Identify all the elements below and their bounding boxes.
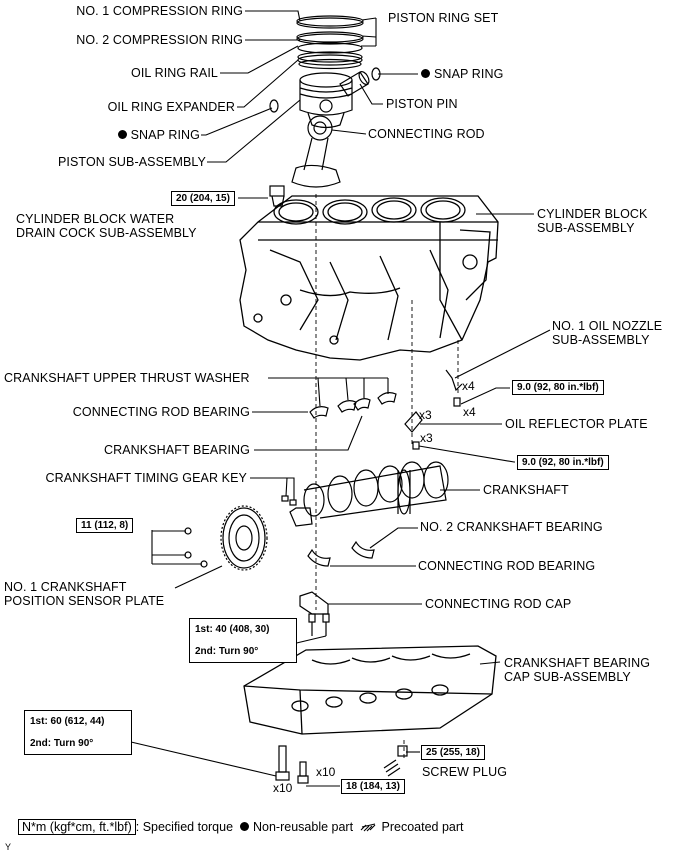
label-crankshaft-bearing-cap: CRANKSHAFT BEARING CAP SUB-ASSEMBLY	[504, 656, 651, 684]
cylinder-block-drawing	[239, 195, 499, 361]
torque-rod-cap: 1st: 40 (408, 30) 2nd: Turn 90°	[189, 618, 297, 663]
assembly-centerlines	[315, 194, 459, 760]
label-cylinder-block-water-drain-cock: CYLINDER BLOCK WATER DRAIN COCK SUB-ASSE…	[16, 212, 197, 240]
bearing-cap-bolts-drawing	[275, 745, 408, 784]
non-reusable-dot-icon	[117, 130, 127, 139]
legend-non-reusable-dot-icon	[240, 822, 249, 831]
legend: N*m (kgf*cm, ft.*lbf): Specified torque …	[18, 819, 464, 835]
label-snap-ring-right: SNAP RING	[421, 67, 503, 81]
label-snap-ring-left: SNAP RING	[117, 128, 200, 142]
leader-lines	[130, 10, 551, 787]
bearing-cap-drawing	[243, 645, 497, 735]
label-piston-sub-assembly: PISTON SUB-ASSEMBLY	[57, 155, 206, 169]
torque-oil-reflector: 9.0 (92, 80 in.*lbf)	[517, 455, 609, 470]
label-connecting-rod-bearing-upper: CONNECTING ROD BEARING	[72, 405, 250, 419]
label-connecting-rod-cap: CONNECTING ROD CAP	[425, 597, 572, 611]
label-connecting-rod-bearing-lower: CONNECTING ROD BEARING	[418, 559, 596, 573]
label-oil-ring-rail: OIL RING RAIL	[131, 66, 218, 80]
label-oil-reflector-plate: OIL REFLECTOR PLATE	[505, 417, 648, 431]
label-piston-pin: PISTON PIN	[386, 97, 458, 111]
legend-torque-box: N*m (kgf*cm, ft.*lbf)	[18, 819, 136, 835]
torque-oil-nozzle: 9.0 (92, 80 in.*lbf)	[512, 380, 604, 395]
label-connecting-rod: CONNECTING ROD	[368, 127, 485, 141]
label-cylinder-block: CYLINDER BLOCK SUB-ASSEMBLY	[537, 207, 648, 235]
rod-cap-drawing	[299, 591, 330, 636]
sensor-plate-drawing	[184, 505, 268, 571]
qty-reflector-a: x3	[419, 408, 432, 422]
label-crankshaft-bearing: CRANKSHAFT BEARING	[103, 443, 250, 457]
timing-gear-key-drawing	[281, 495, 297, 506]
qty-oil-nozzle-a: x4	[462, 379, 475, 393]
torque-bearing-cap-1st: 1st: 60 (612, 44)	[30, 716, 105, 727]
legend-non-reusable: Non-reusable part	[253, 820, 354, 834]
label-crankshaft-timing-gear-key: CRANKSHAFT TIMING GEAR KEY	[45, 471, 247, 485]
piston-rings-drawing	[296, 15, 364, 70]
piston-drawing	[299, 72, 353, 129]
legend-precoated: Precoated part	[381, 820, 464, 834]
label-crankshaft: CRANKSHAFT	[483, 483, 569, 497]
corner-mark: Y	[5, 842, 12, 852]
torque-bearing-cap: 1st: 60 (612, 44) 2nd: Turn 90°	[24, 710, 132, 755]
qty-cap-bolt-a: x10	[316, 765, 336, 779]
torque-drain-cock: 20 (204, 15)	[171, 191, 235, 206]
torque-screw-plug: 25 (255, 18)	[421, 745, 485, 760]
connecting-rod-drawing	[291, 115, 341, 188]
label-piston-ring-set: PISTON RING SET	[388, 11, 499, 25]
torque-bearing-cap-bolt: 18 (184, 13)	[341, 779, 405, 794]
qty-reflector-b: x3	[420, 431, 433, 445]
label-no2-crankshaft-bearing: NO. 2 CRANKSHAFT BEARING	[420, 520, 603, 534]
oil-nozzle-drawing	[404, 369, 463, 450]
label-no2-compression-ring: NO. 2 COMPRESSION RING	[76, 33, 243, 47]
label-no1-compression-ring: NO. 1 COMPRESSION RING	[76, 4, 243, 18]
torque-sensor-plate: 11 (112, 8)	[76, 518, 134, 533]
bearings-drawing	[307, 392, 397, 567]
label-no1-crankshaft-position-sensor-plate: NO. 1 CRANKSHAFT POSITION SENSOR PLATE	[4, 580, 165, 608]
legend-torque-text: : Specified torque	[135, 820, 234, 834]
label-oil-ring-expander: OIL RING EXPANDER	[107, 100, 235, 114]
crankshaft-drawing	[289, 461, 449, 527]
torque-rod-cap-2nd: 2nd: Turn 90°	[195, 646, 259, 657]
label-screw-plug: SCREW PLUG	[422, 765, 508, 779]
torque-bearing-cap-2nd: 2nd: Turn 90°	[30, 738, 94, 749]
non-reusable-dot-icon	[421, 69, 430, 78]
torque-rod-cap-1st: 1st: 40 (408, 30)	[195, 624, 270, 635]
qty-oil-nozzle-b: x4	[463, 405, 476, 419]
label-crankshaft-upper-thrust-washer: CRANKSHAFT UPPER THRUST WASHER	[4, 371, 250, 385]
qty-cap-bolt-b: x10	[273, 781, 293, 795]
label-no1-oil-nozzle: NO. 1 OIL NOZZLE SUB-ASSEMBLY	[552, 319, 663, 347]
precoated-icon	[360, 823, 376, 832]
